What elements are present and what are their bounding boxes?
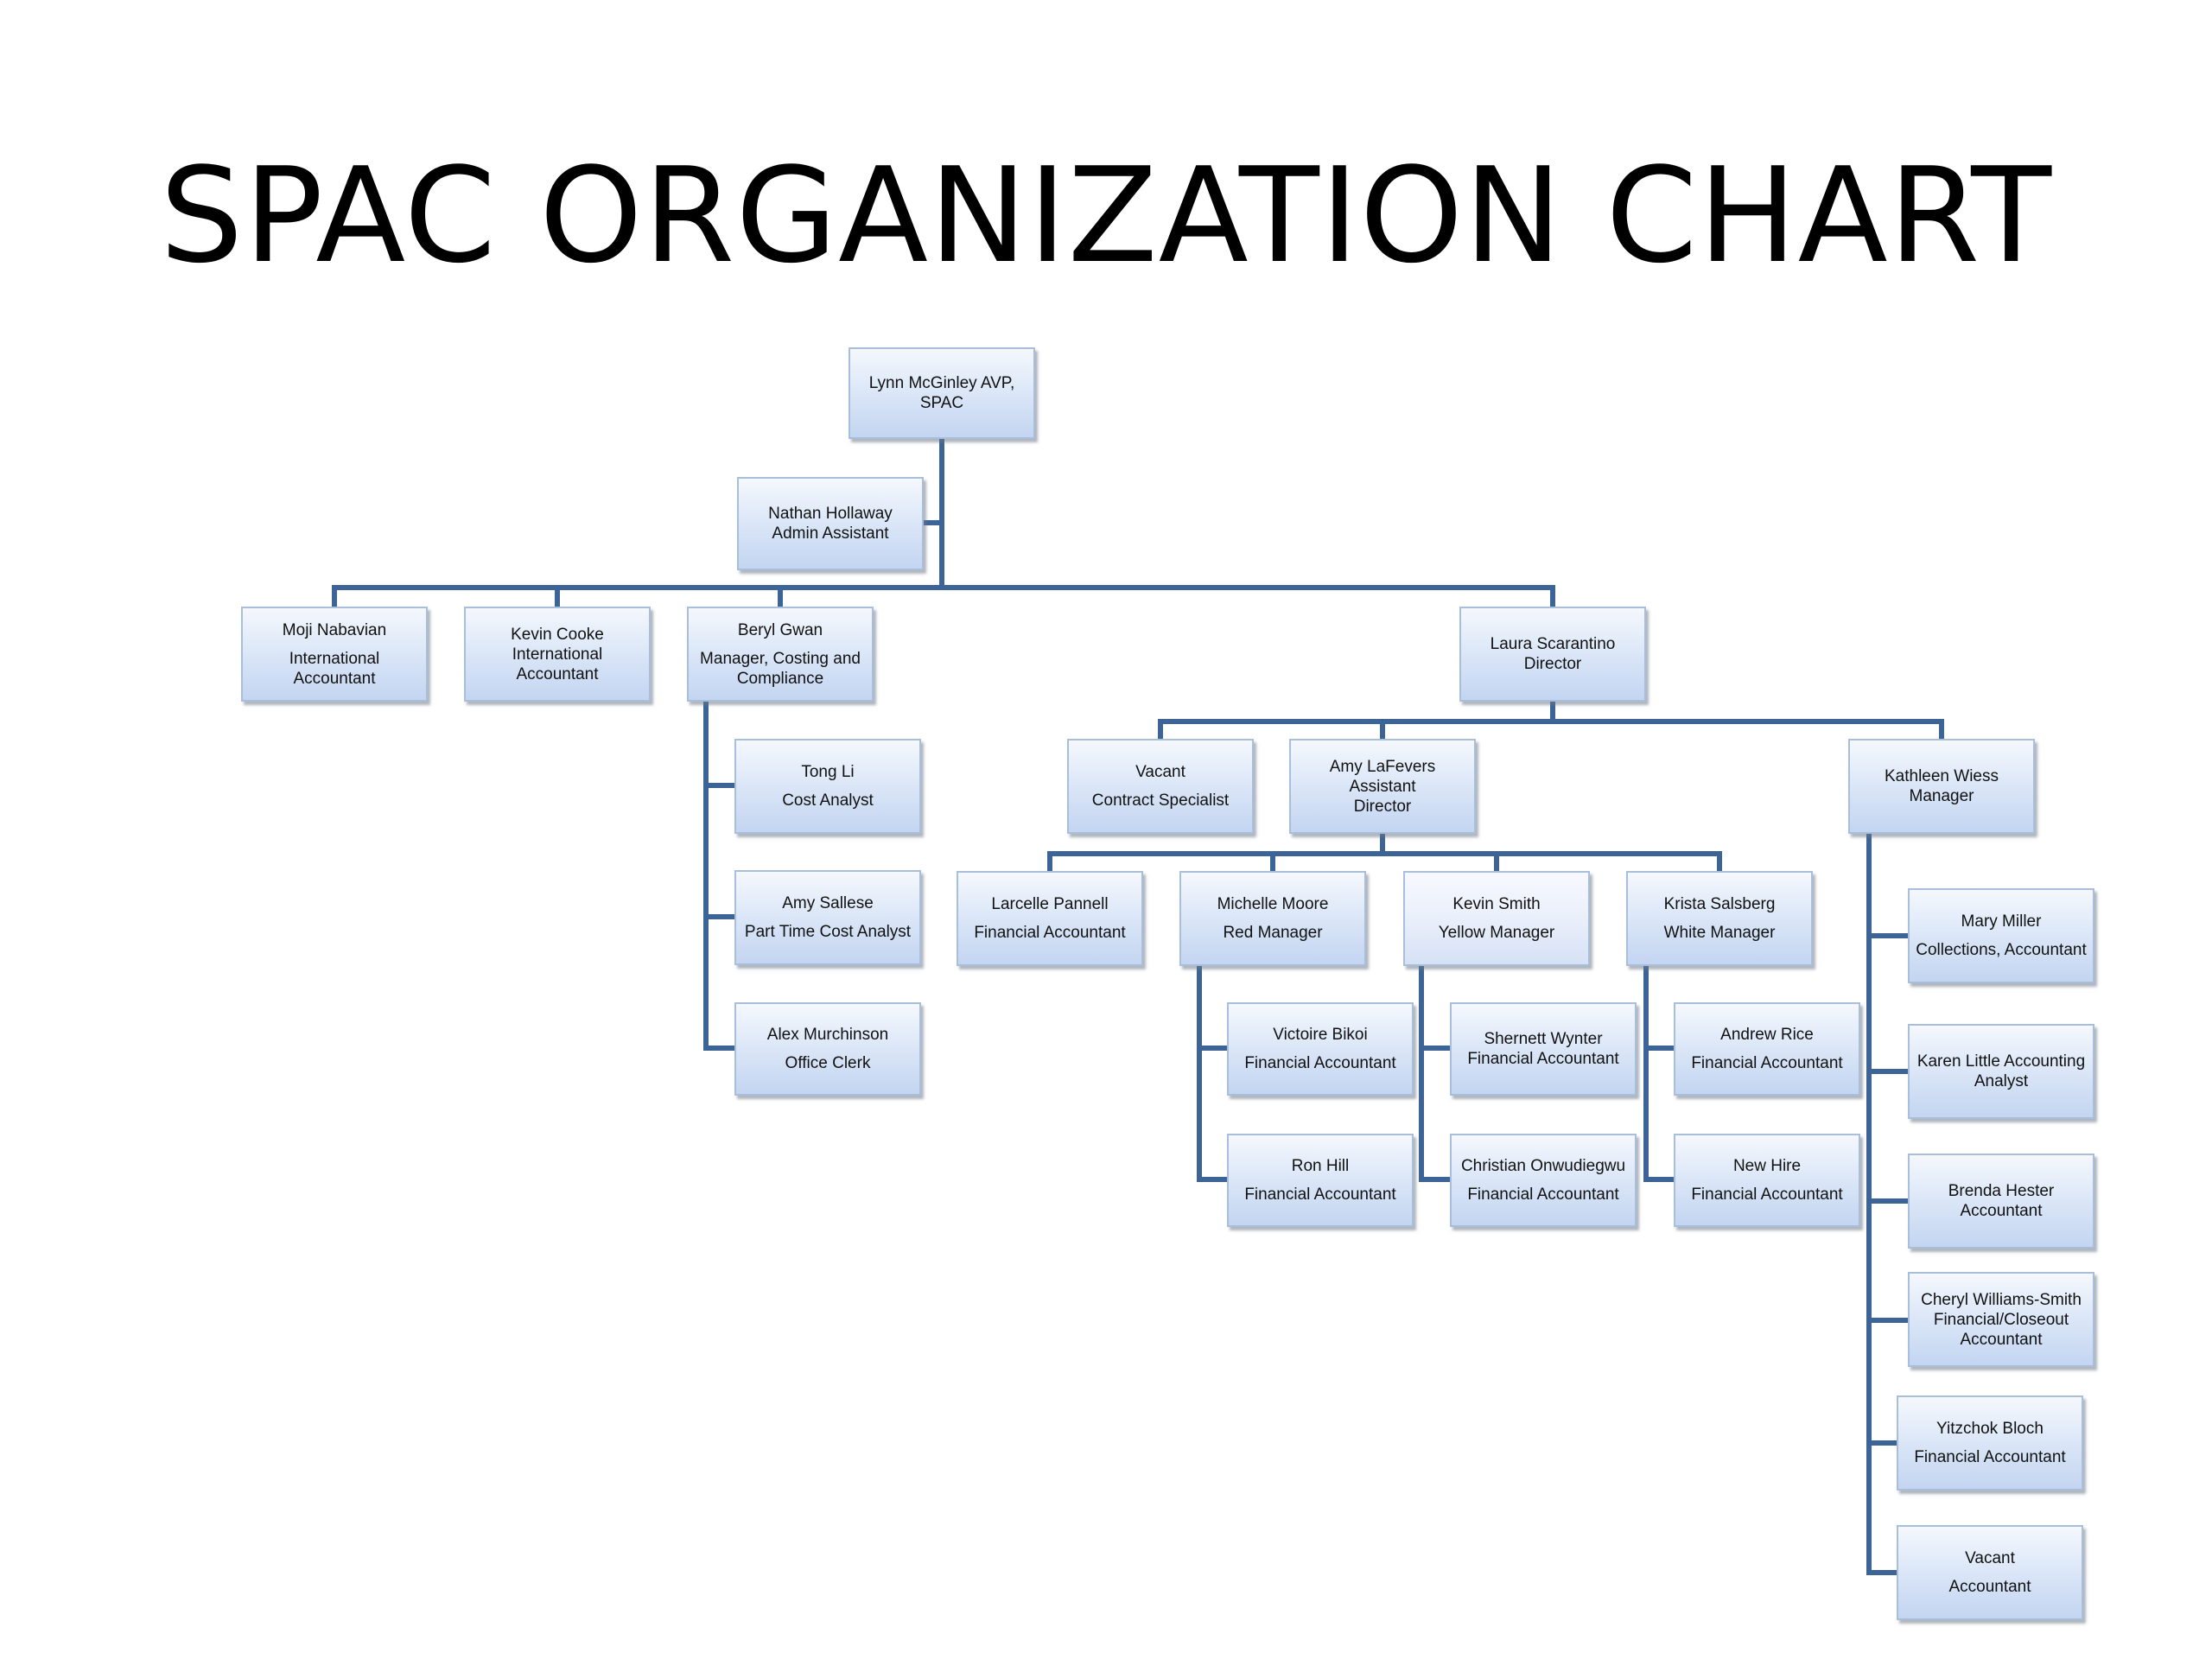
org-node-kevin-cooke[interactable]: Kevin Cooke International Accountant [464,607,651,702]
node-role: Financial Accountant [1467,1050,1619,1068]
org-node-andrew-rice[interactable]: Andrew Rice Financial Accountant [1674,1002,1860,1096]
org-node-michelle-moore[interactable]: Michelle Moore Red Manager [1179,871,1366,966]
node-name: Tong Li [801,763,855,781]
org-node-moji-nabavian[interactable]: Moji Nabavian International Accountant [241,607,428,702]
node-role: Financial Accountant [1467,1185,1619,1204]
node-role: Manager, Costing and Compliance [700,649,861,688]
org-node-victoire-bikoi[interactable]: Victoire Bikoi Financial Accountant [1227,1002,1414,1096]
node-name: Nathan Hollaway [768,505,893,523]
org-node-amy-lafevers[interactable]: Amy LaFevers Assistant Director [1289,739,1476,834]
org-node-laura-scarantino[interactable]: Laura Scarantino Director [1459,607,1646,702]
node-role: Admin Assistant [772,524,889,543]
org-node-brenda-hester[interactable]: Brenda Hester Accountant [1908,1154,2094,1249]
node-name: Ron Hill [1291,1157,1350,1175]
org-node-larcelle-pannell[interactable]: Larcelle Pannell Financial Accountant [957,871,1143,966]
node-name: Lynn McGinley AVP, [868,374,1015,392]
node-name: Amy Sallese [782,894,874,912]
node-name: Kevin Cooke [511,625,604,644]
node-name: Larcelle Pannell [991,895,1109,913]
node-name: Kevin Smith [1452,895,1541,913]
node-name: Christian Onwudiegwu [1460,1157,1626,1175]
org-node-beryl-gwan[interactable]: Beryl Gwan Manager, Costing and Complian… [687,607,874,702]
org-node-amy-sallese[interactable]: Amy Sallese Part Time Cost Analyst [734,870,921,965]
node-role: White Manager [1663,924,1776,942]
node-role: International Accountant [512,645,603,683]
org-node-vacant-contract-specialist[interactable]: Vacant Contract Specialist [1067,739,1254,834]
node-name: Cheryl Williams-Smith [1921,1290,2082,1309]
node-name: Krista Salsberg [1663,895,1776,913]
node-name: Victoire Bikoi [1273,1026,1368,1044]
org-node-krista-salsberg[interactable]: Krista Salsberg White Manager [1626,871,1813,966]
node-role: International Accountant [289,649,380,688]
node-role: Financial/Closeout Accountant [1933,1310,2069,1349]
org-node-nathan-hollaway[interactable]: Nathan Hollaway Admin Assistant [737,477,924,570]
node-role: Part Time Cost Analyst [744,923,912,941]
node-name: Karen Little Accounting [1916,1052,2086,1071]
node-name: Alex Murchinson [766,1026,889,1044]
org-node-yitzchok-bloch[interactable]: Yitzchok Bloch Financial Accountant [1897,1395,2083,1491]
node-role: Financial Accountant [974,924,1126,942]
node-name: Michelle Moore [1217,895,1329,913]
node-role: Financial Accountant [1914,1448,2066,1466]
node-role: Financial Accountant [1691,1185,1843,1204]
node-name: Amy LaFevers Assistant [1329,757,1436,796]
node-role: Analyst [1974,1072,2029,1090]
org-node-mary-miller[interactable]: Mary Miller Collections, Accountant [1908,888,2094,983]
org-node-shernett-wynter[interactable]: Shernett Wynter Financial Accountant [1450,1002,1637,1096]
node-role: Cost Analyst [782,791,874,810]
node-role: Director [1523,655,1582,673]
org-node-tong-li[interactable]: Tong Li Cost Analyst [734,739,921,834]
node-role: Contract Specialist [1091,791,1230,810]
node-role: Yellow Manager [1438,924,1555,942]
node-name: Vacant [1965,1549,2015,1567]
node-name: Vacant [1135,763,1185,781]
org-node-new-hire[interactable]: New Hire Financial Accountant [1674,1134,1860,1227]
node-role: Financial Accountant [1691,1054,1843,1072]
node-name: Brenda Hester [1948,1182,2055,1200]
node-name: Moji Nabavian [282,620,387,639]
node-name: Kathleen Wiess [1884,767,1999,785]
node-role: Office Clerk [785,1054,871,1072]
node-name: Shernett Wynter [1484,1030,1603,1048]
org-node-kathleen-wiess[interactable]: Kathleen Wiess Manager [1848,739,2035,834]
node-role: Accountant [1948,1578,2031,1596]
org-node-cheryl-williams-smith[interactable]: Cheryl Williams-Smith Financial/Closeout… [1908,1272,2094,1367]
org-node-vacant-accountant[interactable]: Vacant Accountant [1897,1525,2083,1620]
node-role: Financial Accountant [1244,1185,1396,1204]
org-node-ron-hill[interactable]: Ron Hill Financial Accountant [1227,1134,1414,1227]
org-node-alex-murchinson[interactable]: Alex Murchinson Office Clerk [734,1002,921,1096]
node-role: Director [1353,797,1412,816]
node-role: Manager [1909,787,1974,805]
node-role: Red Manager [1223,924,1323,942]
org-node-karen-little[interactable]: Karen Little Accounting Analyst [1908,1024,2094,1119]
node-name: New Hire [1732,1157,1802,1175]
node-role: Accountant [1960,1202,2043,1220]
node-name: Beryl Gwan [737,620,823,639]
org-node-lynn-mcginley[interactable]: Lynn McGinley AVP, SPAC [849,347,1035,439]
node-role: Collections, Accountant [1916,941,2087,959]
node-role: SPAC [919,394,964,412]
node-name: Yitzchok Bloch [1936,1420,2044,1438]
node-name: Laura Scarantino [1490,635,1616,653]
node-role: Financial Accountant [1244,1054,1396,1072]
node-name: Mary Miller [1961,912,2042,931]
node-name: Andrew Rice [1720,1026,1814,1044]
page-title: SPAC ORGANIZATION CHART [159,139,2053,292]
org-node-kevin-smith[interactable]: Kevin Smith Yellow Manager [1403,871,1590,966]
org-node-christian-onwudiegwu[interactable]: Christian Onwudiegwu Financial Accountan… [1450,1134,1637,1227]
